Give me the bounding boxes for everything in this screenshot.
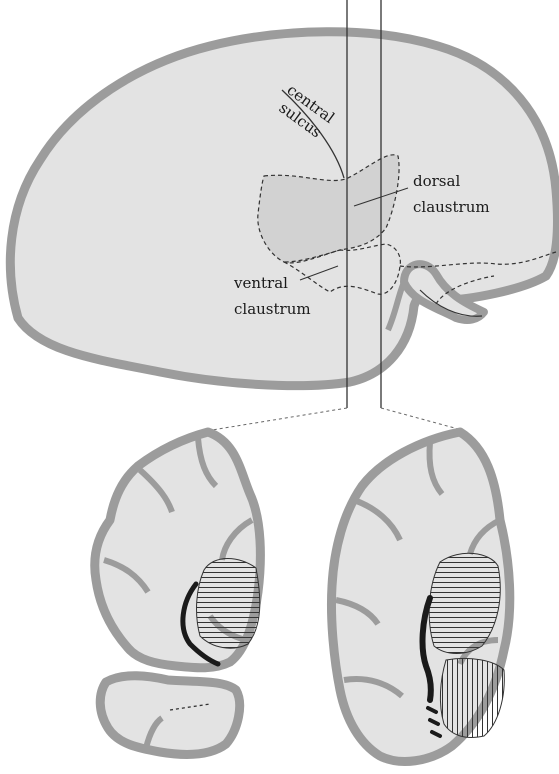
dorsal-label: dorsal [413, 172, 460, 190]
dorsal-claustrum-label: claustrum [413, 198, 490, 216]
ventral-claustrum-label: claustrum [234, 300, 311, 318]
anterior-section-lower-outline [100, 676, 239, 755]
projection-line-right [381, 408, 462, 430]
lateral-hemisphere-view: central sulcus dorsal claustrum ventral … [10, 0, 557, 408]
projection-line-left [212, 408, 347, 430]
posterior-vertical-hatched-region [440, 658, 504, 737]
coronal-section-anterior [95, 432, 261, 754]
anterior-striatum-hatched [197, 559, 260, 649]
ventral-label: ventral [233, 274, 288, 292]
coronal-section-posterior [331, 432, 509, 761]
